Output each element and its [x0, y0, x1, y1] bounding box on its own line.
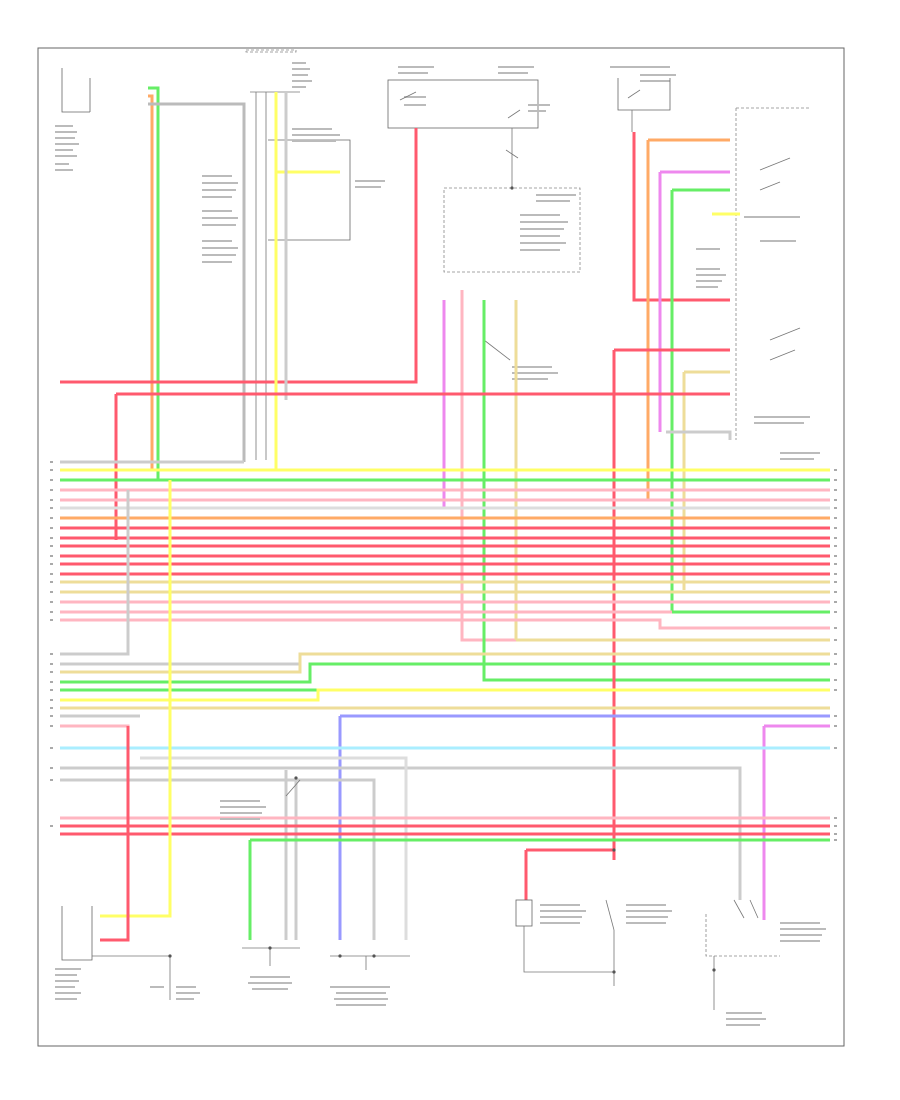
wire-violet-v1	[442, 300, 830, 510]
left-pin-markers	[50, 461, 53, 827]
vertical-wires	[60, 86, 830, 860]
splice-dots	[168, 186, 716, 974]
lower-bus	[60, 480, 830, 942]
bottom-center-sender	[220, 779, 301, 990]
lower-wire-3	[60, 652, 830, 674]
top-right-switch-a	[387, 66, 539, 129]
right-connector-block	[696, 107, 820, 460]
lower-wire-1	[60, 490, 130, 656]
top-left-sensor	[55, 68, 91, 171]
horizontal-bus	[60, 460, 830, 642]
wire-green-v4	[670, 190, 830, 614]
wire-yellow-v1	[274, 92, 830, 472]
lower-wire-17	[140, 756, 408, 940]
wire-red-top	[60, 128, 418, 384]
lower-wire-4	[60, 662, 830, 684]
top-right-relay	[610, 66, 676, 132]
lower-wire-15	[60, 766, 742, 900]
lower-wire-25	[100, 480, 172, 918]
wire-orange-v1	[148, 94, 154, 470]
right-pin-markers	[834, 469, 837, 841]
top-center-switch	[202, 49, 385, 460]
wire-gray-right	[666, 430, 732, 440]
bottom-right-resistor-b	[605, 899, 672, 986]
wire-red-v2	[632, 132, 730, 302]
wire-green-v1	[148, 86, 830, 482]
bus-wire-18	[60, 618, 830, 630]
wire-green-v2	[482, 300, 830, 682]
bottom-right-resistor-a	[515, 899, 614, 973]
lower-wire-6	[60, 688, 830, 702]
diagram-frame	[37, 47, 845, 1047]
lower-wire-9	[60, 724, 130, 900]
wire-gray-v1	[148, 102, 246, 462]
top-right-switch-b	[498, 66, 550, 188]
center-module	[443, 187, 581, 380]
lower-wire-26	[100, 726, 130, 942]
bottom-center-sensor	[330, 955, 410, 1006]
bottom-right-switch	[705, 899, 826, 1026]
lower-wire-16	[60, 778, 376, 940]
